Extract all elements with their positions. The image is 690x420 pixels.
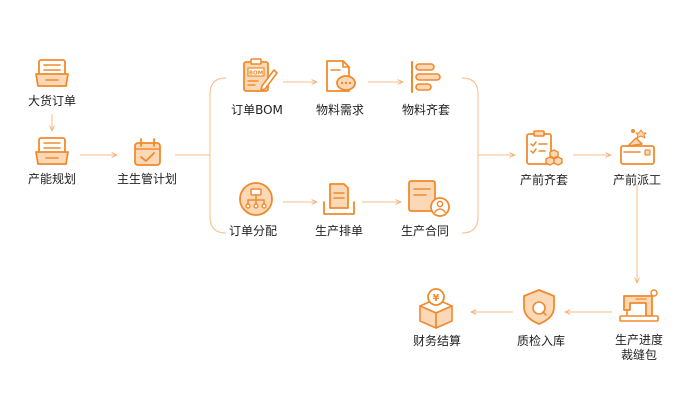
production-progress-label-line2: 裁缝包 [620,348,658,362]
qc-warehousing-label: 质检入库 [516,334,566,348]
master-plan-label: 主生管计划 [116,172,178,186]
inbox-tray-icon [35,59,69,87]
money-box-icon: ¥ [419,288,453,329]
capacity-planning-label: 产能规划 [27,172,77,186]
pre-production-kitting-label: 产前齐套 [519,173,569,187]
calendar-check-icon [134,138,161,166]
stacked-bars-icon [411,61,441,93]
production-contract-label: 生产合同 [400,224,450,238]
production-scheduling-label: 生产排单 [314,224,364,238]
order-bom-label: 订单BOM [231,103,283,117]
financial-settlement-label: 财务结算 [412,334,462,348]
order-allocation-label: 订单分配 [228,224,278,238]
pre-production-dispatch-label: 产前派工 [612,173,662,187]
contract-user-icon [408,180,450,217]
left-bracket [209,77,227,234]
production-progress-label-line1: 生产进度 [614,333,664,347]
bulk-order-label: 大货订单 [27,94,77,108]
right-bracket [461,77,479,234]
connectors [52,77,637,312]
svg-text:BOM: BOM [249,71,263,77]
box-tools-icon [620,129,655,165]
document-tray-icon [323,183,355,215]
svg-text:¥: ¥ [433,293,440,304]
org-chart-circle-icon [239,182,273,216]
inbox-tray-icon [35,137,69,165]
clipboard-hexagons-icon [526,130,563,166]
material-kitting-label: 物料齐套 [401,103,451,117]
document-chat-icon [326,60,356,92]
sewing-machine-icon [619,289,659,322]
material-demand-label: 物料需求 [315,103,365,117]
shield-check-icon [523,289,555,325]
bom-clipboard-pencil-icon: BOM [243,58,278,92]
